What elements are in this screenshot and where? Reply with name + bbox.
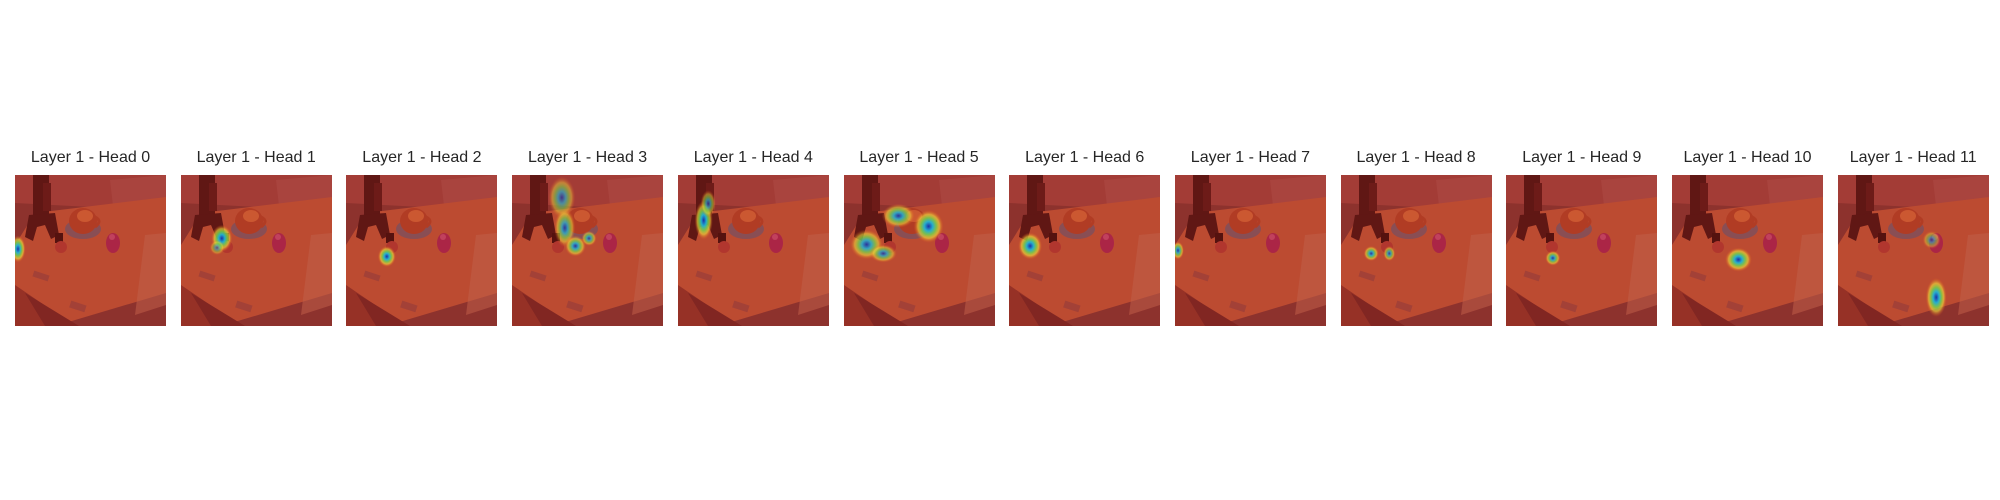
attention-overlay	[677, 175, 829, 326]
attention-heatmap-grid: Layer 1 - Head 0 Layer 1 - Head 1 Layer 1 …	[15, 148, 1989, 328]
attention-hotspot	[15, 235, 26, 263]
attention-hotspot	[1382, 245, 1395, 262]
scene-background	[1672, 175, 1823, 326]
attention-map-image	[1009, 175, 1161, 326]
attention-map-image	[15, 175, 166, 326]
attention-overlay	[1340, 175, 1492, 326]
attention-hotspot	[913, 209, 944, 243]
scene-background	[15, 175, 166, 326]
attention-map-image	[346, 175, 498, 326]
attention-map-image	[1672, 175, 1823, 326]
panel-title: Layer 1 - Head 2	[362, 149, 482, 166]
attention-map-image	[1837, 175, 1989, 326]
panel-title: Layer 1 - Head 11	[1849, 149, 1977, 166]
panel-title: Layer 1 - Head 7	[1190, 149, 1310, 166]
attention-overlay	[512, 175, 664, 326]
scene-background	[1009, 175, 1161, 326]
attention-hotspot	[564, 235, 587, 257]
panel-title: Layer 1 - Head 10	[1683, 149, 1812, 166]
attention-hotspot	[1545, 250, 1561, 266]
scene-background	[180, 175, 332, 326]
attention-map-image	[1506, 175, 1658, 326]
scene-background	[1174, 175, 1326, 326]
attention-hotspot	[1724, 247, 1752, 272]
panel-title: Layer 1 - Head 1	[196, 149, 316, 166]
attention-map-image	[180, 175, 332, 326]
attention-hotspot	[1174, 241, 1184, 260]
panel-title: Layer 1 - Head 6	[1025, 149, 1145, 166]
attention-map-image	[1174, 175, 1326, 326]
scene-background	[1506, 175, 1658, 326]
attention-map-image	[1340, 175, 1492, 326]
panel-title: Layer 1 - Head 3	[528, 149, 648, 166]
scene-background	[346, 175, 498, 326]
attention-overlay	[1672, 175, 1823, 326]
attention-hotspot	[1363, 245, 1379, 262]
attention-overlay	[346, 175, 498, 326]
attention-hotspot	[548, 176, 576, 219]
scene-background	[1837, 175, 1989, 326]
panel-title: Layer 1 - Head 0	[30, 149, 151, 166]
attention-hotspot	[1922, 230, 1941, 249]
attention-hotspot	[869, 244, 897, 263]
attention-hotspot	[881, 203, 915, 228]
scene-background	[512, 175, 664, 326]
panel-title: Layer 1 - Head 9	[1522, 149, 1642, 166]
attention-overlay	[1174, 175, 1326, 326]
panel-title: Layer 1 - Head 5	[859, 149, 979, 166]
attention-overlay	[1506, 175, 1658, 326]
attention-overlay	[15, 175, 166, 326]
attention-map-image	[677, 175, 829, 326]
attention-overlay	[180, 175, 332, 326]
attention-hotspot	[581, 230, 597, 246]
attention-map-image	[512, 175, 664, 326]
attention-hotspot	[378, 245, 397, 268]
attention-map-image	[843, 175, 995, 326]
panel-title: Layer 1 - Head 4	[693, 149, 813, 166]
attention-overlay	[1837, 175, 1989, 326]
attention-hotspot	[1018, 232, 1043, 260]
attention-hotspot	[700, 190, 716, 218]
panel-title: Layer 1 - Head 8	[1356, 149, 1476, 166]
attention-hotspot	[209, 239, 225, 256]
attention-hotspot	[1925, 277, 1947, 317]
